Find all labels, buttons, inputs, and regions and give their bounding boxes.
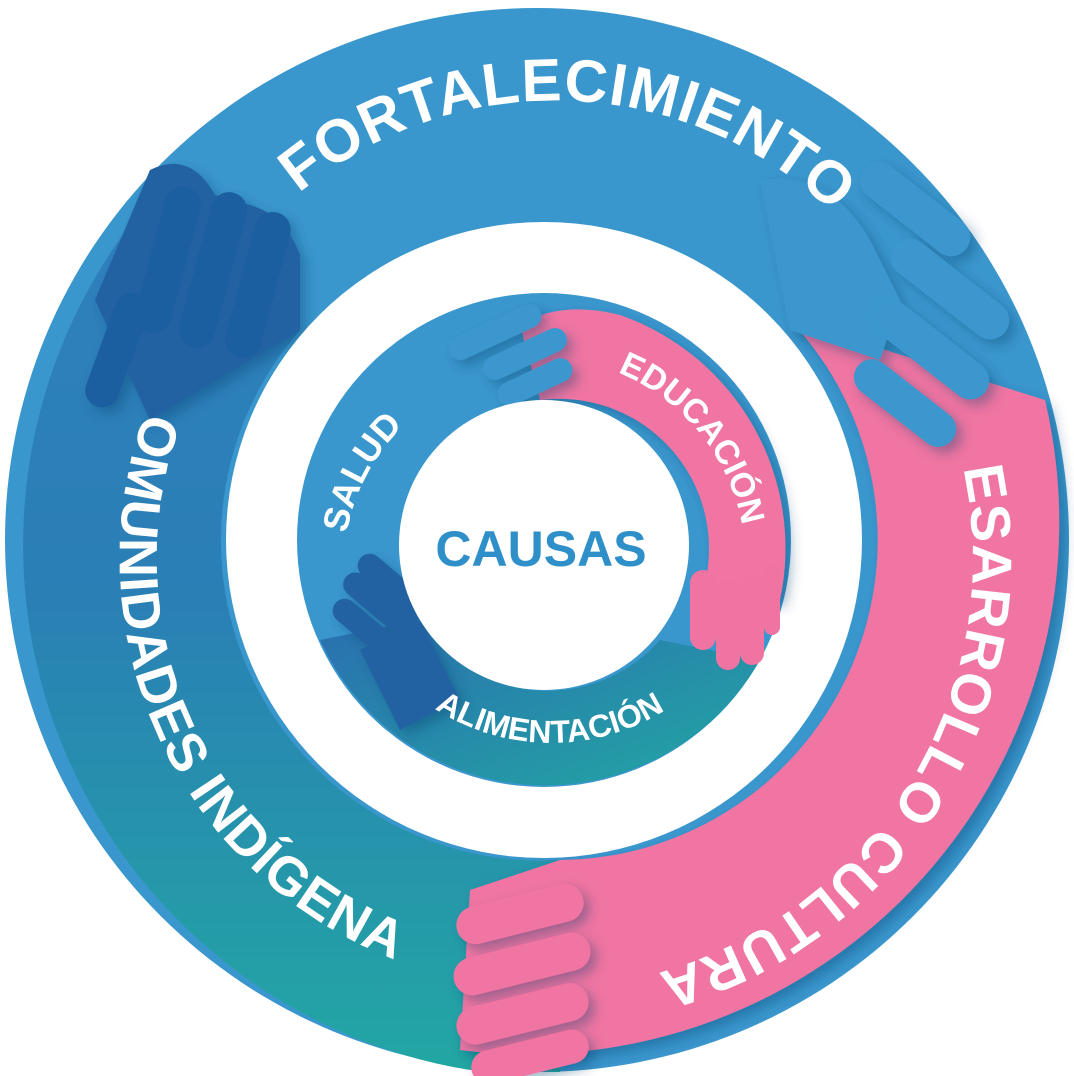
inner-blue-hand-icon bbox=[448, 303, 573, 406]
center-label: CAUSAS bbox=[435, 521, 646, 577]
outer-pink-band bbox=[460, 320, 1060, 1055]
pink-hand-icon bbox=[453, 883, 591, 1076]
inner-pink-band bbox=[520, 309, 786, 600]
outer-teal-band bbox=[23, 200, 560, 1072]
blue-hand-icon bbox=[760, 161, 1010, 447]
center-disc bbox=[399, 400, 689, 690]
dark-blue-hand-icon bbox=[85, 163, 300, 420]
inner-pink-hand-icon bbox=[690, 565, 780, 670]
